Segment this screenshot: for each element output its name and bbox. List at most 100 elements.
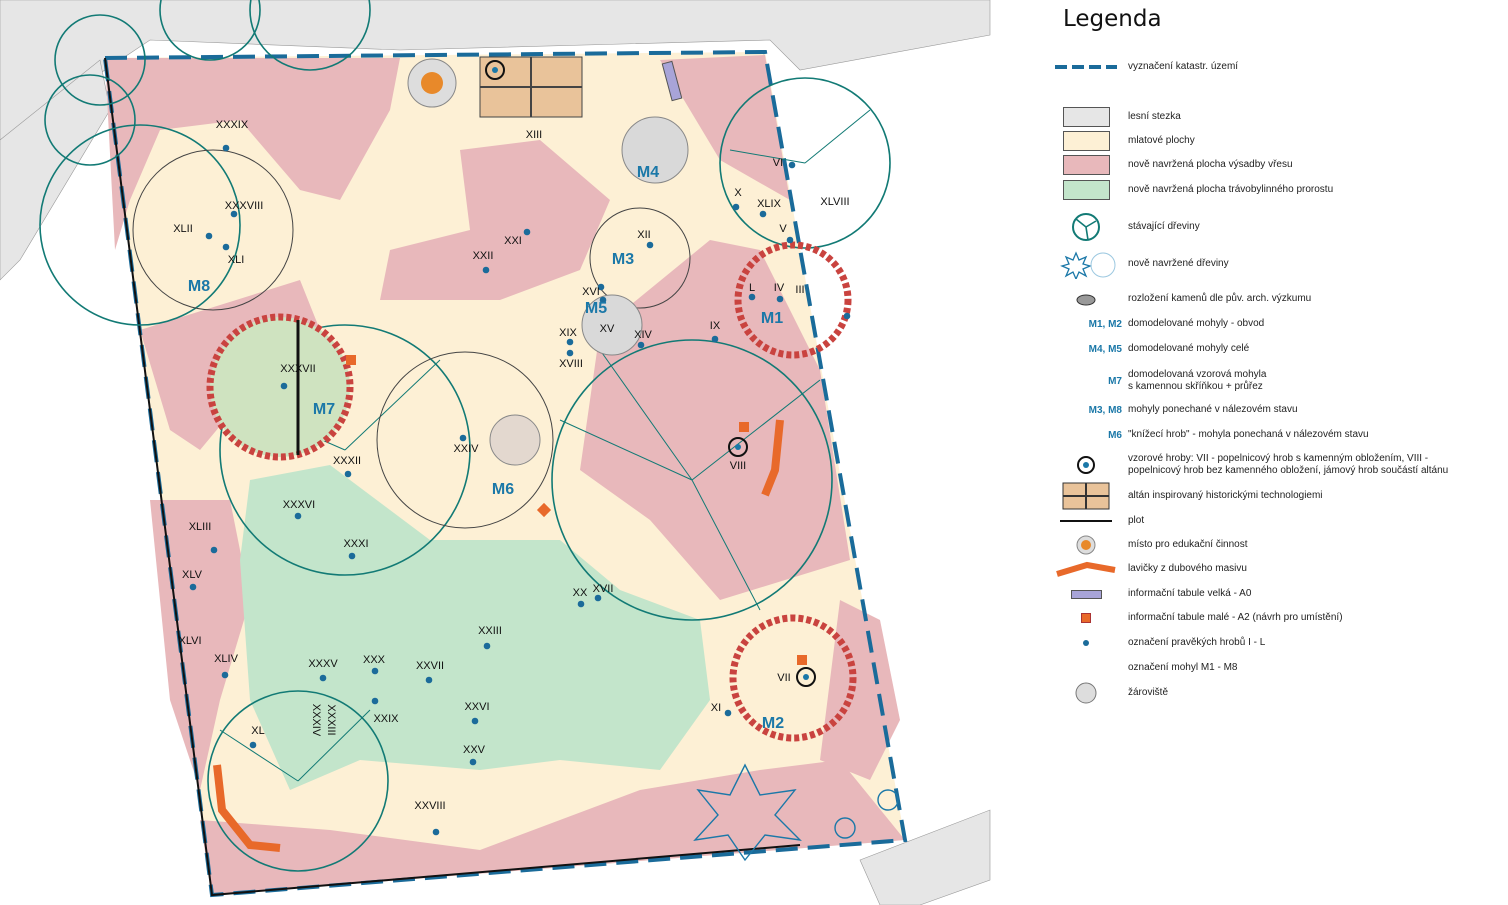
m6-icon: M6	[1050, 428, 1122, 442]
legend-label: nově navržená plocha trávobylinného pror…	[1128, 184, 1334, 195]
grave-dot	[205, 232, 213, 240]
grave-label: XLV	[182, 569, 203, 581]
mound-label: M5	[585, 300, 607, 317]
new-trees-icon	[1050, 251, 1122, 279]
bench	[213, 764, 281, 852]
grave-dot	[425, 676, 433, 684]
grave-label: XLVI	[178, 635, 201, 647]
grave-label: III	[795, 284, 804, 296]
grave-dot	[594, 594, 602, 602]
forest-path-left	[0, 59, 111, 281]
grave-label: XXV	[463, 744, 486, 756]
grave-label: XXVIII	[414, 800, 445, 812]
grave-dot	[249, 741, 257, 749]
grave-label: XLIV	[214, 653, 239, 665]
grave-dot	[344, 470, 352, 478]
grave-label: XXXV	[308, 658, 338, 670]
grave-dot	[482, 266, 490, 274]
grave-label: XXXIX	[216, 119, 249, 131]
existing-trees-icon	[1050, 213, 1122, 241]
grass-icon	[1050, 180, 1122, 200]
grave-dot	[319, 674, 327, 682]
grave-dot	[748, 293, 756, 301]
legend-label: "knížecí hrob" - mohyla ponechaná v nále…	[1128, 429, 1369, 440]
mound-label: M7	[313, 401, 335, 418]
grave-label: XLVIII	[820, 196, 849, 208]
grave-dot	[646, 241, 654, 249]
grave-dot	[230, 210, 238, 218]
grave-dot	[599, 296, 607, 304]
grave-dot	[732, 203, 740, 211]
grave-label: IX	[710, 320, 721, 332]
legend-label: vyznačení katastr. území	[1128, 61, 1239, 72]
legend-code: M1, M2	[1088, 318, 1122, 330]
grave-label: XIX	[559, 327, 577, 339]
m7-icon: M7	[1050, 368, 1122, 394]
heather-areas	[105, 55, 905, 895]
fence-icon	[1050, 514, 1122, 528]
grave-label: L	[749, 282, 755, 294]
grave-label: X	[734, 187, 742, 199]
grave-dot	[294, 512, 302, 520]
grave-dot	[469, 758, 477, 766]
legend-label: informační tabule velká - A0	[1128, 588, 1252, 599]
grave-dot	[843, 312, 851, 320]
legend-label: místo pro edukační činnost	[1128, 539, 1248, 550]
legend-label: označení mohyl M1 - M8	[1128, 662, 1238, 673]
grave-dot	[566, 338, 574, 346]
grave-label: XXXII	[333, 455, 361, 467]
education-place-icon	[1050, 535, 1122, 555]
legend-label: označení pravěkých hrobů I - L	[1128, 637, 1266, 648]
site-plan-map: XXXIXXXXVIIIXLIIXLIXIIIXXIXXIIXIIVIXXLIX…	[0, 0, 991, 905]
grave-label: VIII	[730, 460, 747, 472]
sample-graves-icon	[1050, 452, 1122, 478]
grave-dot	[776, 295, 784, 303]
fence	[104, 57, 801, 897]
mound-label: M1	[761, 310, 783, 327]
m4-m5-icon: M4, M5	[1050, 342, 1122, 356]
info-board-large-icon	[1050, 587, 1122, 601]
mound-label: M4	[637, 164, 659, 181]
grave-label: VII	[777, 672, 790, 684]
grave-dot	[724, 709, 732, 717]
grave-dot	[637, 341, 645, 349]
forest-path-bottom	[859, 809, 991, 905]
legend-label: plot	[1128, 515, 1145, 526]
bench	[761, 419, 784, 497]
grave-label: XIII	[526, 129, 543, 141]
grave-label: XX	[573, 587, 588, 599]
benches-icon	[1050, 561, 1122, 577]
grave-label: XII	[637, 229, 650, 241]
burn-site-icon	[1050, 682, 1122, 704]
legend-label: rozložení kamenů dle pův. arch. výzkumu	[1128, 293, 1312, 304]
grave-dot	[566, 349, 574, 357]
grave-label: XXII	[473, 250, 494, 262]
grave-dot	[788, 161, 796, 169]
stones-icon	[1050, 292, 1122, 306]
legend-label: lavičky z dubového masivu	[1128, 563, 1247, 574]
m3-m8-icon: M3, M8	[1050, 403, 1122, 417]
heather-icon	[1050, 155, 1122, 175]
mound-label: M8	[188, 278, 210, 295]
grave-dot	[432, 828, 440, 836]
legend-label: mohyly ponechané v nálezovém stavu	[1128, 404, 1298, 415]
boundary-icon	[1050, 60, 1122, 74]
gazebo-icon	[1050, 482, 1122, 510]
legend-label: žároviště	[1128, 687, 1169, 698]
grave-label: XL	[251, 725, 264, 737]
grave-dot	[471, 717, 479, 725]
grave-dot	[221, 671, 229, 679]
legend-label: stávající dřeviny	[1128, 221, 1200, 232]
grave-dot	[222, 243, 230, 251]
grave-label: XXXIV	[310, 704, 322, 737]
legend-code: M7	[1108, 375, 1122, 387]
gravel-icon	[1050, 131, 1122, 151]
legend-label: informační tabule malé - A2 (návrh pro u…	[1128, 612, 1343, 623]
grave-label: XVII	[593, 583, 614, 595]
existing-trees	[39, 0, 891, 872]
grave-label: XXIV	[453, 443, 479, 455]
grave-dot	[577, 600, 585, 608]
new-trees	[693, 763, 899, 862]
grave-label: XV	[600, 323, 615, 335]
